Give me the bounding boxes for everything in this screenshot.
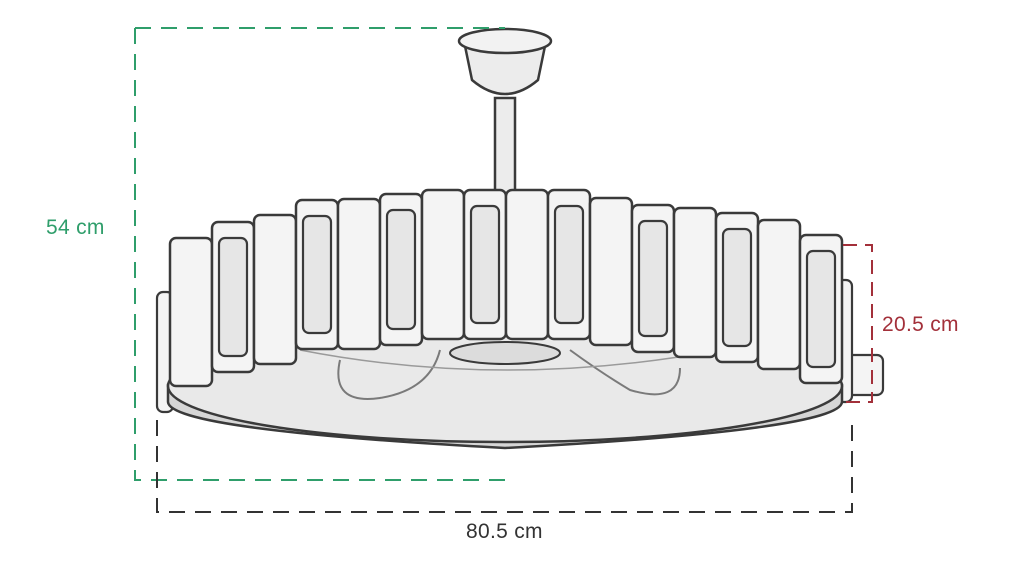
lamp-panel: [756, 218, 802, 371]
lamp-panel-inset: [385, 208, 417, 331]
lamp-ceiling-mount: [457, 27, 553, 200]
lamp-panel: [504, 188, 550, 341]
lamp-panel: [588, 196, 634, 347]
lamp-front-panels: [168, 188, 844, 388]
lamp-panel: [672, 206, 718, 359]
lamp-base-disc: [166, 328, 844, 450]
total-height-label: 54 cm: [46, 216, 105, 239]
lamp-panel: [420, 188, 466, 341]
dimension-lines: [134, 27, 873, 513]
shade-height-label: 20.5 cm: [882, 313, 959, 336]
lamp-panel: [168, 236, 214, 388]
lamp-panel-inset: [637, 219, 669, 338]
lamp-panel-inset: [301, 214, 333, 335]
width-label: 80.5 cm: [466, 520, 543, 543]
lamp-panel-inset: [805, 249, 837, 369]
lamp-panel-inset: [553, 204, 585, 325]
lamp-panel-inset: [217, 236, 249, 358]
lamp-panel-inset: [721, 227, 753, 348]
lamp-panel: [252, 213, 298, 366]
lamp-panel: [336, 197, 382, 351]
lamp-panel-inset: [469, 204, 501, 325]
